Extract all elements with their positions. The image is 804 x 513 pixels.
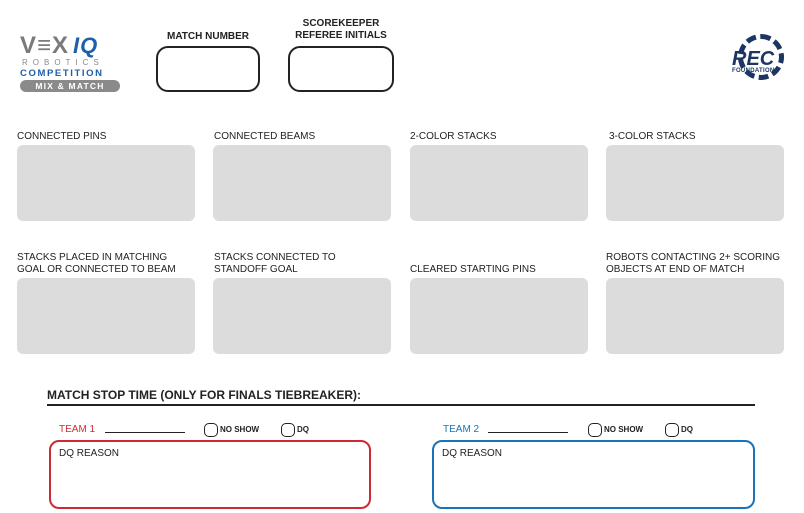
stop-time-line [47, 404, 755, 406]
team2-number-line[interactable] [488, 432, 568, 433]
label-line2: GOAL OR CONNECTED TO BEAM [17, 264, 176, 275]
team2-dq-checkbox[interactable] [665, 423, 679, 437]
team1-label: TEAM 1 [59, 424, 96, 435]
initials-label-line1: SCOREKEEPER [302, 18, 380, 29]
initials-label-line2: REFEREE INITIALS [295, 30, 387, 41]
cleared-starting-pins-label: CLEARED STARTING PINS [410, 252, 536, 276]
rec-foundation-logo: REC FOUNDATION [722, 34, 788, 94]
robotics-word: ROBOTICS [22, 58, 104, 67]
connected-pins-field[interactable] [17, 145, 195, 221]
team1-dq-reason-field[interactable]: DQ REASON [49, 440, 371, 509]
rec-word: REC [732, 48, 775, 70]
robots-contacting-label: ROBOTS CONTACTING 2+ SCORING OBJECTS AT … [606, 252, 780, 276]
match-number-field[interactable] [156, 46, 260, 92]
team2-dq-label: DQ [681, 425, 693, 434]
vex-word: V≡X [20, 32, 70, 59]
team1-no-show-label: NO SHOW [220, 425, 260, 434]
gear-icon [738, 34, 784, 80]
stop-time-title: MATCH STOP TIME (ONLY FOR FINALS TIEBREA… [47, 388, 362, 402]
team2-no-show-checkbox[interactable] [588, 423, 602, 437]
label-line2: STANDOFF GOAL [214, 264, 298, 275]
label-line1: STACKS PLACED IN MATCHING [17, 252, 168, 263]
team2-dq-reason-field[interactable]: DQ REASON [432, 440, 755, 509]
match-number-label: MATCH NUMBER [166, 31, 250, 42]
two-color-stacks-field[interactable] [410, 145, 588, 221]
team2-dq-reason-label: DQ REASON [442, 448, 503, 459]
team1-no-show-checkbox[interactable] [204, 423, 218, 437]
iq-word: IQ [73, 33, 99, 58]
team2-no-show-label: NO SHOW [604, 425, 644, 434]
robots-contacting-field[interactable] [606, 278, 784, 354]
initials-field[interactable] [288, 46, 394, 92]
stacks-matching-goal-field[interactable] [17, 278, 195, 354]
team1-dq-reason-label: DQ REASON [59, 448, 120, 459]
label-line2: OBJECTS AT END OF MATCH [606, 264, 745, 275]
label-line2: CLEARED STARTING PINS [410, 264, 536, 275]
cleared-starting-pins-field[interactable] [410, 278, 588, 354]
three-color-stacks-field[interactable] [606, 145, 784, 221]
label-line1: ROBOTS CONTACTING 2+ SCORING [606, 252, 780, 263]
stacks-standoff-goal-field[interactable] [213, 278, 391, 354]
stacks-matching-goal-label: STACKS PLACED IN MATCHING GOAL OR CONNEC… [17, 252, 176, 276]
stacks-standoff-goal-label: STACKS CONNECTED TO STANDOFF GOAL [214, 252, 336, 276]
connected-pins-label: CONNECTED PINS [17, 131, 107, 142]
team2-label: TEAM 2 [443, 424, 480, 435]
connected-beams-field[interactable] [213, 145, 391, 221]
initials-label: SCOREKEEPER REFEREE INITIALS [288, 18, 394, 42]
three-color-stacks-label: 3-COLOR STACKS [609, 131, 696, 142]
team1-dq-checkbox[interactable] [281, 423, 295, 437]
mix-match-badge: MIX & MATCH [20, 80, 120, 92]
two-color-stacks-label: 2-COLOR STACKS [410, 131, 497, 142]
team1-number-line[interactable] [105, 432, 185, 433]
label-line1: STACKS CONNECTED TO [214, 252, 336, 263]
label-line1 [410, 252, 536, 264]
connected-beams-label: CONNECTED BEAMS [214, 131, 316, 142]
team1-dq-label: DQ [297, 425, 309, 434]
foundation-word: FOUNDATION [732, 68, 775, 74]
competition-word: COMPETITION [20, 68, 104, 79]
